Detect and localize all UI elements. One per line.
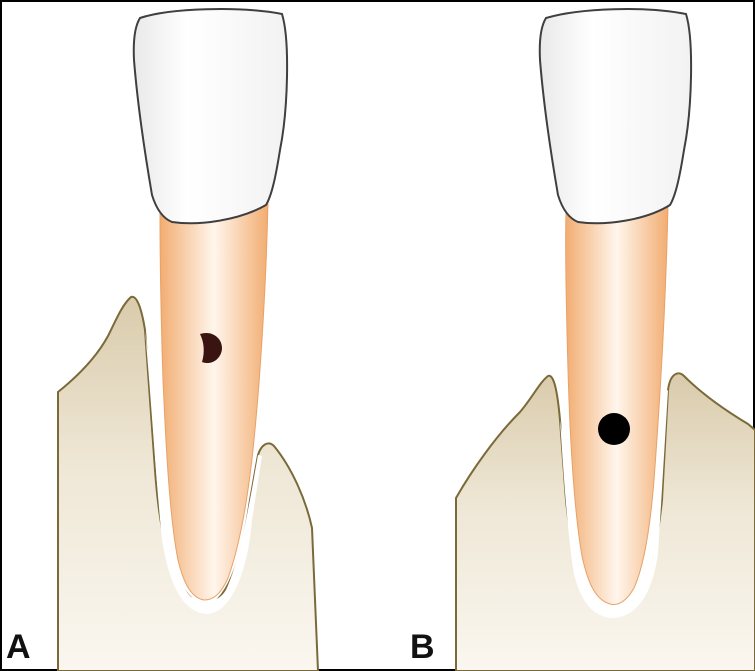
lesion-dot-b — [598, 413, 630, 445]
tooth-crown-a — [134, 9, 287, 223]
tooth-crown-b — [540, 9, 691, 223]
panel-label-a: A — [6, 630, 31, 664]
panel-b — [456, 9, 755, 671]
panel-label-b: B — [410, 630, 435, 664]
panel-a — [58, 9, 318, 671]
